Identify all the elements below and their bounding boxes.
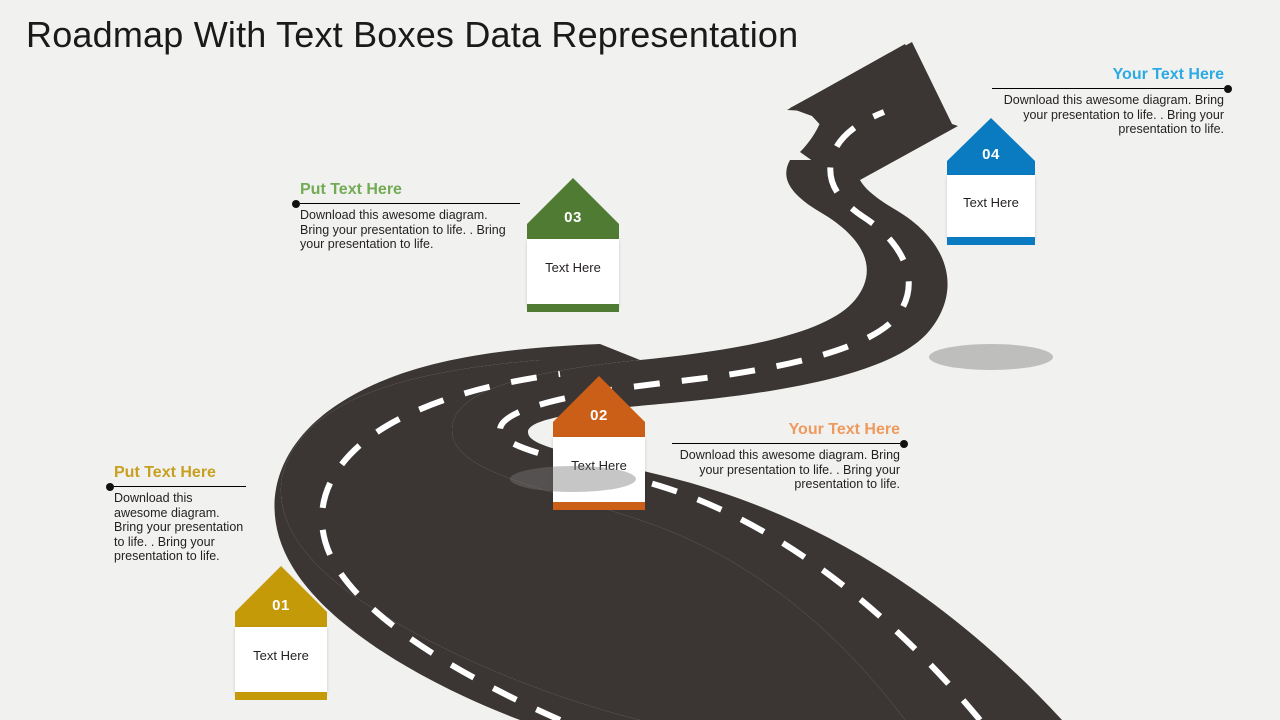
marker-number-03: 03 xyxy=(564,209,582,226)
road-arrow-head-main xyxy=(790,42,958,180)
marker-box-02 xyxy=(553,437,645,504)
callout-text-block-4: Your Text Here Download this awesome dia… xyxy=(992,66,1232,137)
marker-base-02 xyxy=(553,502,645,510)
callout-body-1: Download this awesome diagram. Bring you… xyxy=(114,491,244,563)
marker-label-01: Text Here xyxy=(253,648,309,663)
road-surface xyxy=(452,160,1062,720)
marker-number-02: 02 xyxy=(590,407,608,424)
marker-roof-02 xyxy=(553,376,645,438)
milestone-marker-02[interactable]: 02 Text Here xyxy=(536,376,662,518)
marker-label-03: Text Here xyxy=(545,260,601,275)
marker-box-04 xyxy=(947,175,1035,239)
callout-rule-1 xyxy=(106,482,246,491)
callout-rule-4 xyxy=(992,84,1232,93)
callout-text-block-2: Put Text Here Download this awesome diag… xyxy=(292,181,520,252)
page-title: Roadmap With Text Boxes Data Representat… xyxy=(26,14,799,55)
callout-body-4: Download this awesome diagram. Bring you… xyxy=(1003,93,1224,136)
callout-rule-3 xyxy=(672,439,908,448)
road-lane-dashes xyxy=(319,109,983,720)
callout-heading-2: Put Text Here xyxy=(300,181,402,198)
marker-base-01 xyxy=(235,692,327,700)
marker-roof-04 xyxy=(947,118,1035,176)
callout-text-block-3: Your Text Here Download this awesome dia… xyxy=(672,421,908,492)
milestone-marker-01[interactable]: 01 Text Here xyxy=(218,566,344,708)
callout-text-block-1: Put Text Here Download this awesome diag… xyxy=(106,464,246,564)
road-surface-left-outer xyxy=(274,344,640,720)
marker-number-04: 04 xyxy=(982,146,1000,163)
marker-box-03 xyxy=(527,239,619,306)
callout-dot-1 xyxy=(106,482,114,491)
lane-dash-upper xyxy=(319,371,562,720)
callout-dot-4 xyxy=(1224,84,1232,93)
milestone-marker-04[interactable]: 04 Text Here xyxy=(929,118,1053,370)
marker-base-03 xyxy=(527,304,619,312)
marker-base-04 xyxy=(947,237,1035,245)
lane-dash-lower xyxy=(496,109,983,720)
callout-body-2: Download this awesome diagram. Bring you… xyxy=(300,208,506,251)
marker-shadow-03 xyxy=(510,466,636,492)
callout-dot-3 xyxy=(900,439,908,448)
marker-label-02: Text Here xyxy=(571,458,627,473)
callout-heading-3: Your Text Here xyxy=(788,421,900,438)
callout-heading-4: Your Text Here xyxy=(1112,66,1224,83)
marker-label-04: Text Here xyxy=(963,195,1019,210)
milestone-marker-03[interactable]: 03 Text Here xyxy=(510,178,636,492)
callout-dot-2 xyxy=(292,199,300,208)
marker-shadow-04 xyxy=(929,344,1053,370)
marker-roof-03 xyxy=(527,178,619,240)
marker-number-01: 01 xyxy=(272,597,290,614)
callout-body-3: Download this awesome diagram. Bring you… xyxy=(679,448,900,491)
callout-rule-2 xyxy=(292,199,520,208)
marker-roof-01 xyxy=(235,566,327,628)
callout-heading-1: Put Text Here xyxy=(114,464,216,481)
road-path-group xyxy=(274,42,1062,720)
marker-box-01 xyxy=(235,627,327,694)
road-surface-left-bend xyxy=(280,360,905,720)
